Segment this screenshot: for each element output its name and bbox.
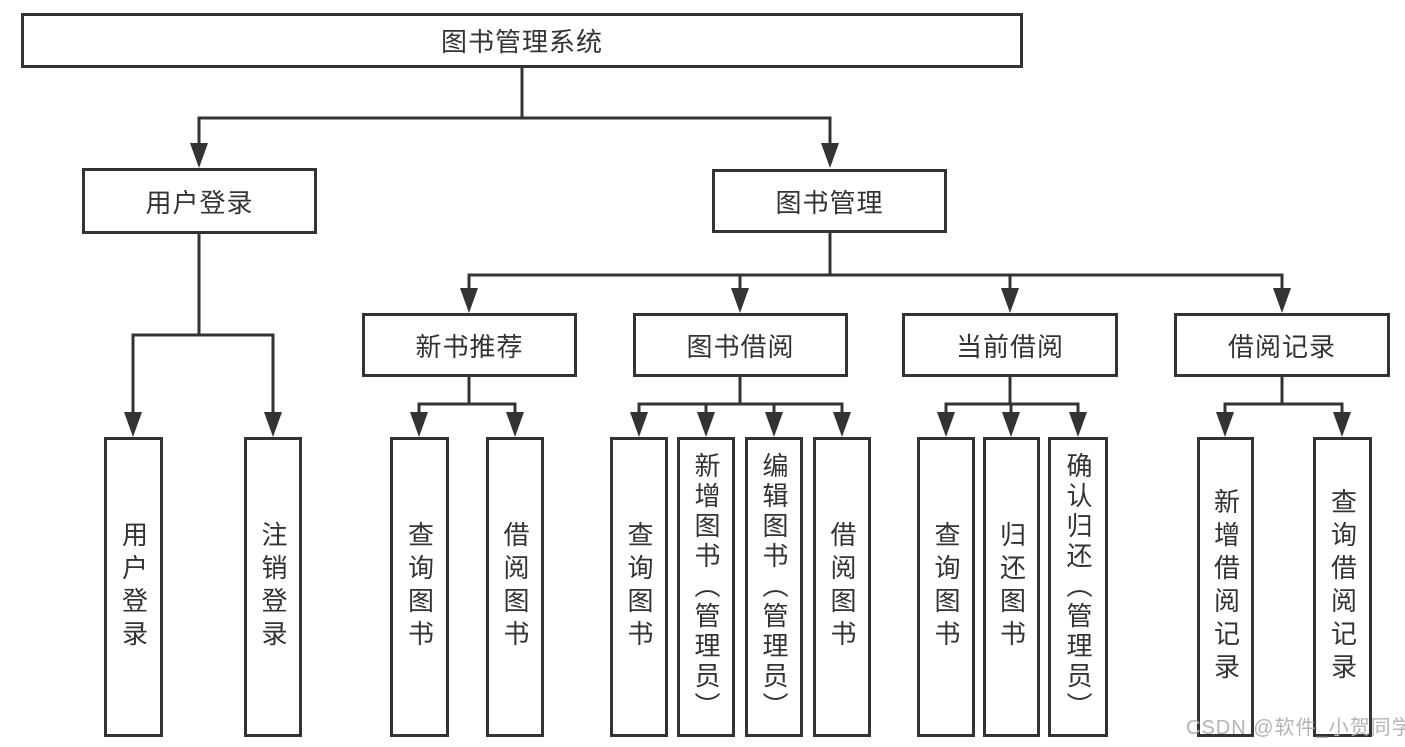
- arrowhead-icon: [1216, 412, 1234, 437]
- leaf-confirm-return-admin: 确认归还（管理员）: [1048, 437, 1108, 737]
- leaf-logout: 注销登录: [244, 437, 302, 737]
- node-borrowing-records: 借阅记录: [1174, 313, 1390, 377]
- leaf-add-book-admin: 新增图书（管理员）: [677, 437, 735, 737]
- leaf-add-book-admin-label: 新增图书（管理员）: [691, 452, 721, 722]
- arrowhead-icon: [1001, 288, 1019, 313]
- node-book-borrowing-label: 图书借阅: [686, 331, 795, 362]
- arrowhead-icon: [765, 412, 783, 437]
- arrowhead-icon: [410, 412, 428, 437]
- leaf-borrow-books-recommend: 借阅图书: [486, 437, 544, 737]
- node-book-borrowing: 图书借阅: [633, 313, 848, 377]
- node-root: 图书管理系统: [21, 13, 1023, 68]
- arrowhead-icon: [190, 143, 208, 168]
- arrowhead-icon: [264, 412, 282, 437]
- leaf-query-books-recommend: 查询图书: [390, 437, 449, 737]
- arrowhead-icon: [1273, 288, 1291, 313]
- node-borrowing-records-label: 借阅记录: [1227, 331, 1336, 362]
- leaf-borrow-books-label: 借阅图书: [827, 521, 857, 653]
- leaf-logout-label: 注销登录: [258, 521, 288, 653]
- node-user-login: 用户登录: [82, 168, 317, 234]
- arrowhead-icon: [630, 412, 648, 437]
- node-current-borrowing: 当前借阅: [902, 313, 1118, 377]
- leaf-user-login: 用户登录: [104, 437, 163, 737]
- node-new-book-recommend-label: 新书推荐: [415, 331, 524, 362]
- node-book-management-label: 图书管理: [775, 187, 884, 218]
- arrowhead-icon: [937, 412, 955, 437]
- leaf-edit-book-admin-label: 编辑图书（管理员）: [759, 452, 789, 722]
- node-user-login-label: 用户登录: [145, 187, 254, 218]
- node-new-book-recommend: 新书推荐: [362, 313, 577, 377]
- arrowhead-icon: [731, 288, 749, 313]
- leaf-add-borrow-record: 新增借阅记录: [1197, 437, 1254, 737]
- leaf-query-borrow-record: 查询借阅记录: [1313, 437, 1372, 737]
- node-root-label: 图书管理系统: [440, 27, 603, 57]
- leaf-query-books-recommend-label: 查询图书: [404, 521, 435, 653]
- arrowhead-icon: [821, 143, 839, 168]
- node-book-management: 图书管理: [712, 169, 947, 233]
- arrowhead-icon: [1069, 412, 1087, 437]
- node-current-borrowing-label: 当前借阅: [955, 331, 1064, 362]
- arrowhead-icon: [460, 288, 478, 313]
- leaf-borrow-books: 借阅图书: [813, 437, 871, 737]
- arrowhead-icon: [833, 412, 851, 437]
- arrowhead-icon: [124, 412, 142, 437]
- leaf-query-borrow-record-label: 查询借阅记录: [1327, 488, 1358, 686]
- leaf-return-books: 归还图书: [983, 437, 1040, 737]
- leaf-confirm-return-admin-label: 确认归还（管理员）: [1063, 452, 1093, 722]
- arrowhead-icon: [506, 412, 524, 437]
- leaf-add-borrow-record-label: 新增借阅记录: [1210, 488, 1241, 686]
- leaf-edit-book-admin: 编辑图书（管理员）: [745, 437, 803, 737]
- leaf-query-books-current: 查询图书: [917, 437, 975, 737]
- leaf-borrow-books-recommend-label: 借阅图书: [500, 521, 530, 653]
- leaf-query-books-current-label: 查询图书: [931, 521, 961, 653]
- arrowhead-icon: [697, 412, 715, 437]
- arrowhead-icon: [1002, 412, 1020, 437]
- leaf-return-books-label: 归还图书: [996, 521, 1027, 653]
- leaf-query-books-borrowing-label: 查询图书: [624, 521, 654, 653]
- leaf-query-books-borrowing: 查询图书: [610, 437, 668, 737]
- csdn-watermark: CSDN @软件_小贺同学: [1186, 717, 1405, 739]
- arrowhead-icon: [1333, 412, 1351, 437]
- leaf-user-login-label: 用户登录: [118, 521, 149, 653]
